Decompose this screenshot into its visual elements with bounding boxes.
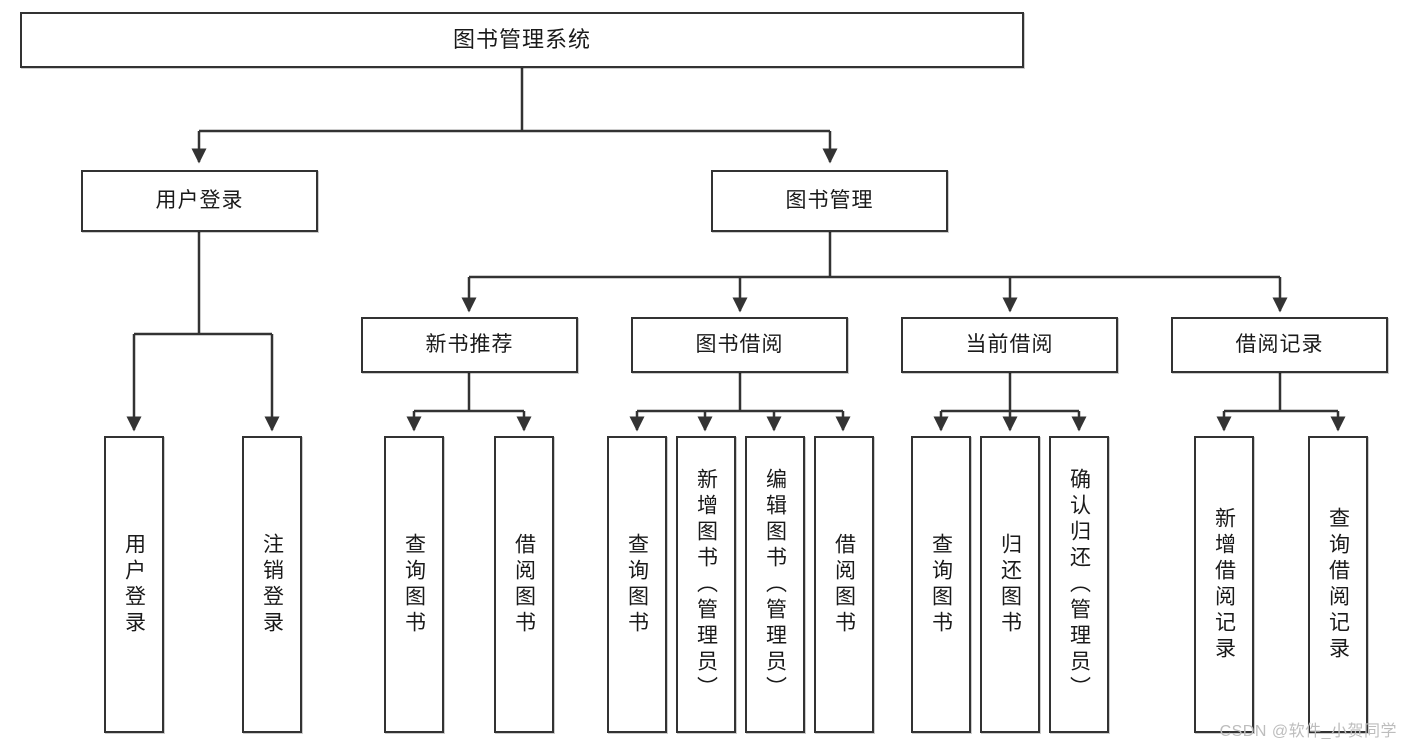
leaf-borrow-books[interactable]: 借阅图书 — [814, 436, 874, 733]
node-borrow-record[interactable]: 借阅记录 — [1171, 317, 1388, 373]
leaf-user-login[interactable]: 用户登录 — [104, 436, 164, 733]
node-book-borrow[interactable]: 图书借阅 — [631, 317, 848, 373]
leaf-return-books[interactable]: 归还图书 — [980, 436, 1040, 733]
node-book-management[interactable]: 图书管理 — [711, 170, 948, 232]
leaf-edit-book-admin[interactable]: 编辑图书（管理员） — [745, 436, 805, 733]
leaf-add-borrow-record[interactable]: 新增借阅记录 — [1194, 436, 1254, 733]
leaf-confirm-return-admin[interactable]: 确认归还（管理员） — [1049, 436, 1109, 733]
csdn-watermark: CSDN @软件_小贺同学 — [1219, 723, 1397, 740]
leaf-borrow-books-recommend[interactable]: 借阅图书 — [494, 436, 554, 733]
node-user-login[interactable]: 用户登录 — [81, 170, 318, 232]
leaf-add-book-admin[interactable]: 新增图书（管理员） — [676, 436, 736, 733]
node-root-system[interactable]: 图书管理系统 — [20, 12, 1024, 68]
leaf-logout[interactable]: 注销登录 — [242, 436, 302, 733]
node-current-borrow[interactable]: 当前借阅 — [901, 317, 1118, 373]
leaf-query-borrow-record[interactable]: 查询借阅记录 — [1308, 436, 1368, 733]
leaf-query-books-current[interactable]: 查询图书 — [911, 436, 971, 733]
leaf-query-books-recommend[interactable]: 查询图书 — [384, 436, 444, 733]
leaf-query-books-borrow[interactable]: 查询图书 — [607, 436, 667, 733]
node-new-book-recommend[interactable]: 新书推荐 — [361, 317, 578, 373]
